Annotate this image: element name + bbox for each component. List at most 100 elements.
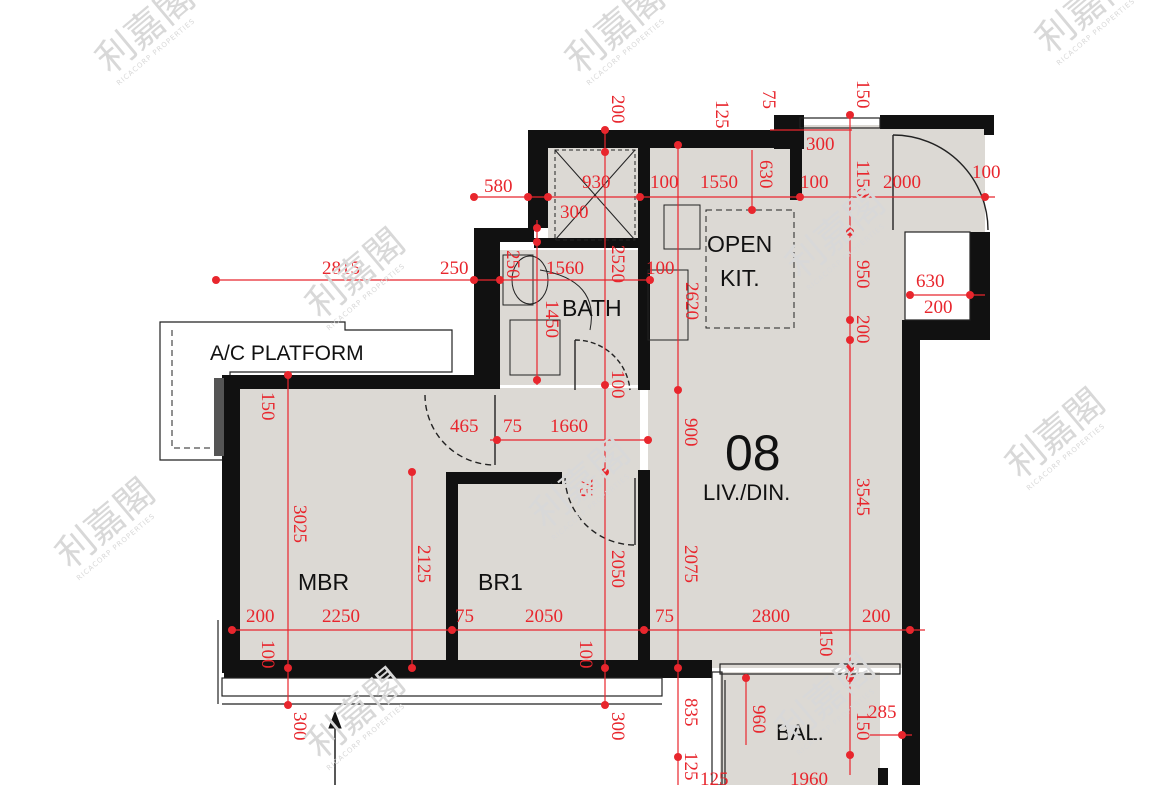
dim-label: 3545 [852, 478, 873, 516]
dim-marker [640, 626, 648, 634]
dim-label: 150 [852, 80, 873, 109]
dim-label: 200 [862, 606, 891, 627]
dim-marker [742, 674, 750, 682]
dim-label: 125 [711, 100, 732, 129]
dim-label: 285 [868, 702, 897, 723]
room-label-kit: KIT. [720, 265, 760, 291]
room-label-mbr: MBR [298, 569, 349, 595]
dim-label: 960 [748, 705, 769, 734]
dim-marker [966, 291, 974, 299]
dim-label: 2250 [322, 606, 360, 627]
wall-mbr-top [222, 375, 500, 389]
room-label-liv-din: LIV./DIN. [703, 480, 790, 505]
window-bottom [221, 677, 663, 697]
bath-door-swing [574, 339, 631, 391]
dim-label: 150 [257, 392, 278, 421]
balcony-railing-left [711, 671, 723, 785]
dim-marker [846, 751, 854, 759]
dim-marker [674, 386, 682, 394]
dim-label: 75 [503, 416, 522, 437]
dim-label: 2125 [413, 545, 434, 583]
mbr-door-swing [424, 394, 496, 466]
dim-marker [496, 276, 504, 284]
dim-marker [644, 436, 652, 444]
ac-platform: A/C PLATFORM [159, 321, 453, 461]
dim-marker [601, 126, 609, 134]
dim-label: 835 [680, 698, 701, 727]
dim-label: 100 [650, 172, 679, 193]
dim-label: 75 [655, 606, 674, 627]
dim-label: 100 [800, 172, 829, 193]
window-top [799, 117, 881, 129]
dim-label: 2075 [680, 545, 701, 583]
entry-opening [904, 231, 971, 321]
wall-br1-right [638, 470, 650, 670]
dim-label: 1560 [546, 258, 584, 279]
dim-marker [601, 148, 609, 156]
walls [214, 115, 994, 785]
unit-number: 08 [725, 425, 781, 481]
dim-label: 200 [607, 95, 628, 124]
wall-br1-top [446, 472, 562, 484]
dim-marker [533, 224, 541, 232]
kitchen-cabinet [647, 269, 689, 341]
dim-marker [636, 193, 644, 201]
dim-marker [846, 316, 854, 324]
entry-door-swing [892, 134, 989, 231]
ac-platform-label: A/C PLATFORM [210, 342, 364, 365]
dimension-markers [212, 111, 989, 761]
dim-label: 100 [575, 640, 596, 669]
dim-marker [448, 626, 456, 634]
dim-marker [796, 193, 804, 201]
wall-entry-right [984, 115, 994, 135]
floor-areas [240, 125, 985, 785]
dimension-labels-vertical: 200 125 75 150 630 1150 2520 2620 250 14… [257, 80, 873, 781]
room-label-open: OPEN [707, 231, 772, 257]
dim-marker [646, 276, 654, 284]
kitchen-fridge [663, 204, 701, 250]
dim-label: 930 [582, 172, 611, 193]
dim-label: 250 [502, 250, 523, 279]
dim-marker [601, 664, 609, 672]
dim-marker [284, 701, 292, 709]
dim-label: 2520 [607, 245, 628, 283]
watermark: 利嘉閣 RICACORP PROPERTIES [1028, 0, 1144, 67]
dim-label: 100 [257, 640, 278, 669]
dimension-labels: 2815 250 1560 100 580 930 300 100 1550 1… [246, 134, 1001, 785]
dim-label: 100 [607, 370, 628, 399]
dim-marker [544, 193, 552, 201]
watermark: 利嘉閣 RICACORP PROPERTIES [298, 220, 414, 332]
dim-marker [601, 468, 609, 476]
dim-label: 125 [700, 769, 729, 785]
dim-label: 2815 [322, 258, 360, 279]
watermark: 利嘉閣 RICACORP PROPERTIES [558, 0, 674, 87]
dim-label: 1550 [700, 172, 738, 193]
dim-marker [898, 731, 906, 739]
dim-label: 300 [560, 202, 589, 223]
dim-marker [524, 193, 532, 201]
wall-ac-cap [214, 378, 224, 456]
dim-marker [601, 701, 609, 709]
dim-label: 1150 [852, 160, 873, 197]
balcony-door [719, 663, 901, 675]
wall-kitchen-stub [790, 145, 802, 200]
mbr-floor [240, 388, 640, 670]
basin [539, 269, 592, 331]
wall-shaft-bottom [534, 238, 640, 248]
dim-marker [846, 111, 854, 119]
shaft-box [554, 149, 636, 241]
wall-top-right [774, 115, 804, 149]
dim-label: 1660 [550, 416, 588, 437]
dim-label: 465 [450, 416, 479, 437]
wall-bath-top [474, 228, 534, 242]
wall-top [528, 130, 774, 148]
dim-marker [674, 664, 682, 672]
dim-label: 2620 [681, 282, 702, 320]
wall-shaft-left [528, 130, 548, 228]
shower [509, 319, 561, 376]
dim-label: 3025 [289, 505, 310, 543]
dim-marker [906, 291, 914, 299]
dim-marker [470, 193, 478, 201]
dim-label: 200 [246, 606, 275, 627]
